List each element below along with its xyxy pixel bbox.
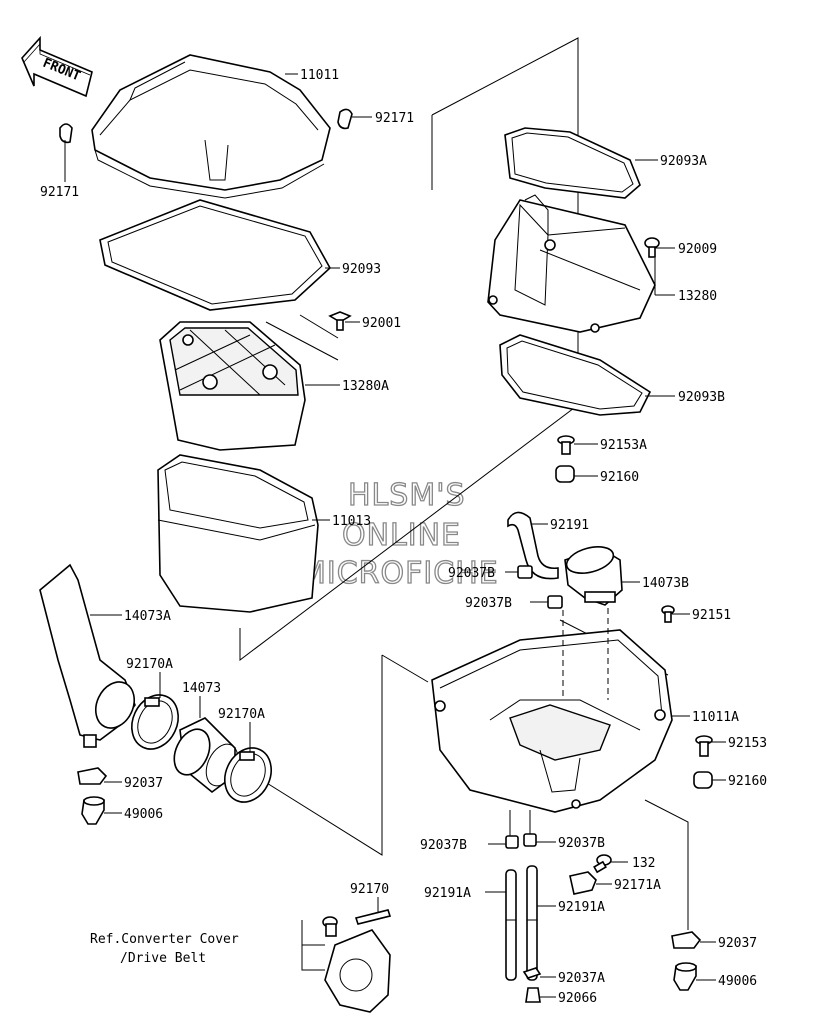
part-92037B-clamp-4	[523, 833, 537, 847]
label-92160-bottom: 92160	[728, 774, 767, 789]
label-13280: 13280	[678, 289, 717, 304]
label-11011A: 11011A	[692, 710, 739, 725]
label-92093A: 92093A	[660, 154, 707, 169]
part-92037-clamp-right	[671, 931, 702, 949]
label-92093B: 92093B	[678, 390, 725, 405]
part-92037B-clamp-2	[547, 595, 563, 609]
part-labels: 11011 92171 92171 92093 92001 13280A 110…	[40, 68, 767, 1006]
part-92170A-clamp-left	[131, 694, 179, 750]
label-132: 132	[632, 856, 655, 871]
label-92037B-4: 92037B	[558, 836, 605, 851]
converter-cover-drawing	[324, 929, 391, 1013]
label-92153A: 92153A	[600, 438, 647, 453]
part-92037-clamp-left	[77, 767, 108, 785]
part-92093A-gasket	[504, 127, 641, 199]
label-14073: 14073	[182, 681, 221, 696]
label-14073B: 14073B	[642, 576, 689, 591]
part-92001-wing-bolt	[328, 311, 352, 331]
part-11011A-case	[431, 608, 673, 813]
part-11011-cover	[91, 54, 331, 199]
watermark-line-1: HLSM'S	[348, 478, 466, 513]
label-92037B-3: 92037B	[420, 838, 467, 853]
label-92191A-right: 92191A	[558, 900, 605, 915]
label-92191A-left: 92191A	[424, 886, 471, 901]
label-92037-right: 92037	[718, 936, 757, 951]
label-92170A-right: 92170A	[218, 707, 265, 722]
label-92171-left: 92171	[40, 185, 79, 200]
part-92170A-clamp-right	[224, 747, 272, 803]
label-92153: 92153	[728, 736, 767, 751]
label-11013: 11013	[332, 514, 371, 529]
part-92191-hose	[507, 511, 559, 580]
label-11011: 11011	[300, 68, 339, 83]
watermark-line-3: MICROFICHE	[300, 556, 499, 591]
part-13280-frame	[487, 194, 656, 333]
part-92066-plug	[525, 987, 541, 1003]
reference-note: Ref.Converter Cover /Drive Belt	[90, 932, 239, 966]
watermark: HLSM'S ONLINE MICROFICHE	[299, 477, 499, 591]
label-92171A: 92171A	[614, 878, 661, 893]
part-14073B-duct	[564, 546, 623, 606]
leader-lines	[64, 73, 726, 998]
part-92191A-hose-right	[526, 865, 538, 981]
label-92170: 92170	[350, 882, 389, 897]
label-92093: 92093	[342, 262, 381, 277]
label-92001: 92001	[362, 316, 401, 331]
part-92191A-hose-left	[505, 869, 517, 981]
front-arrow-icon: FRONT	[21, 35, 93, 98]
part-92171A-clamp	[569, 871, 597, 895]
part-14073-boot	[173, 717, 239, 794]
part-92009-screw	[644, 237, 660, 258]
part-92171-clip-right	[337, 108, 353, 130]
label-92170A-left: 92170A	[126, 657, 173, 672]
label-92191: 92191	[550, 518, 589, 533]
part-92153-bolt	[695, 735, 713, 757]
connector-lines-lower	[509, 810, 531, 836]
part-92093B-gasket	[499, 334, 652, 416]
label-92160-top: 92160	[600, 470, 639, 485]
part-92160-grommet-bottom	[693, 771, 713, 789]
part-49006-right	[673, 962, 697, 991]
label-92151: 92151	[692, 608, 731, 623]
reference-note-line-2: /Drive Belt	[120, 951, 206, 966]
watermark-line-2: ONLINE	[342, 518, 461, 553]
part-92037B-clamp-3	[505, 835, 519, 849]
label-92037A: 92037A	[558, 971, 605, 986]
label-49006-right: 49006	[718, 974, 757, 989]
part-13280A-frame	[159, 321, 306, 451]
part-92037B-clamp-1	[517, 565, 533, 579]
label-92009: 92009	[678, 242, 717, 257]
part-11013-filter	[157, 454, 319, 613]
part-92170-bolt	[322, 909, 392, 937]
part-132-screw	[593, 854, 612, 874]
part-14073A-duct	[39, 563, 136, 748]
label-92037B-1: 92037B	[448, 566, 495, 581]
part-92037A-clamp	[522, 967, 542, 979]
part-92160-grommet-top	[555, 465, 575, 483]
part-92153A-bolt	[557, 435, 575, 455]
label-92037B-2: 92037B	[465, 596, 512, 611]
part-92093-gasket	[99, 199, 332, 311]
part-92171-clip-left	[59, 123, 73, 144]
label-13280A: 13280A	[342, 379, 389, 394]
label-14073A: 14073A	[124, 609, 171, 624]
reference-note-line-1: Ref.Converter Cover	[90, 932, 239, 947]
part-49006-left	[81, 796, 105, 825]
label-92066: 92066	[558, 991, 597, 1006]
label-92037-left: 92037	[124, 776, 163, 791]
label-49006-left: 49006	[124, 807, 163, 822]
label-92171-right: 92171	[375, 111, 414, 126]
part-92151-bolt	[661, 605, 675, 623]
